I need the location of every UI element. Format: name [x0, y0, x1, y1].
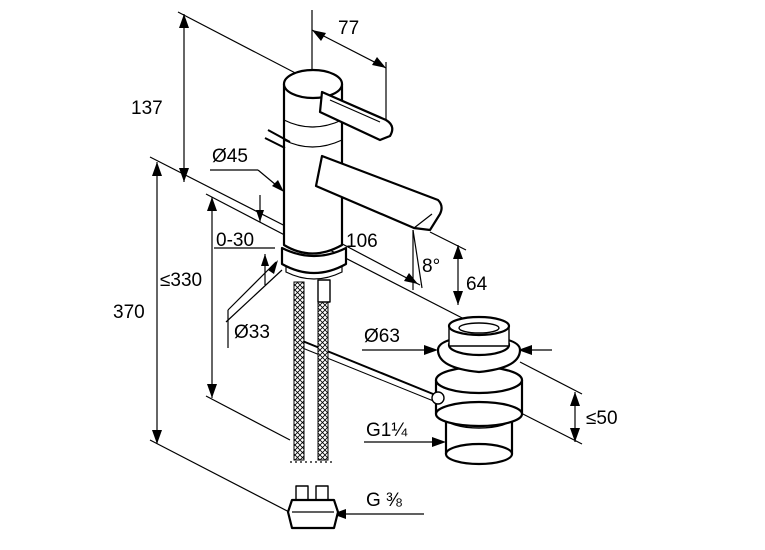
label-g-3-8: G ⅜ — [366, 490, 402, 511]
label-8-degrees: 8° — [422, 256, 440, 277]
dimension-lines — [149, 10, 583, 519]
label-0-30: 0-30 — [216, 230, 254, 251]
label-370: 370 — [113, 302, 145, 323]
label-max-330: ≤330 — [160, 270, 202, 291]
label-106: 106 — [346, 231, 378, 252]
dimension-labels: 137 77 Ø45 0-30 106 8° 64 ≤330 370 Ø33 Ø… — [113, 18, 618, 511]
label-g1-quarter: G1¼ — [366, 420, 408, 441]
label-diameter-63: Ø63 — [364, 326, 400, 347]
label-diameter-33: Ø33 — [234, 322, 270, 343]
drain-assembly — [431, 315, 524, 466]
label-diameter-45: Ø45 — [212, 146, 248, 167]
faucet-body — [264, 68, 443, 530]
label-137: 137 — [131, 98, 163, 119]
label-64: 64 — [466, 274, 488, 295]
label-77: 77 — [338, 18, 359, 39]
label-max-50: ≤50 — [586, 408, 618, 429]
